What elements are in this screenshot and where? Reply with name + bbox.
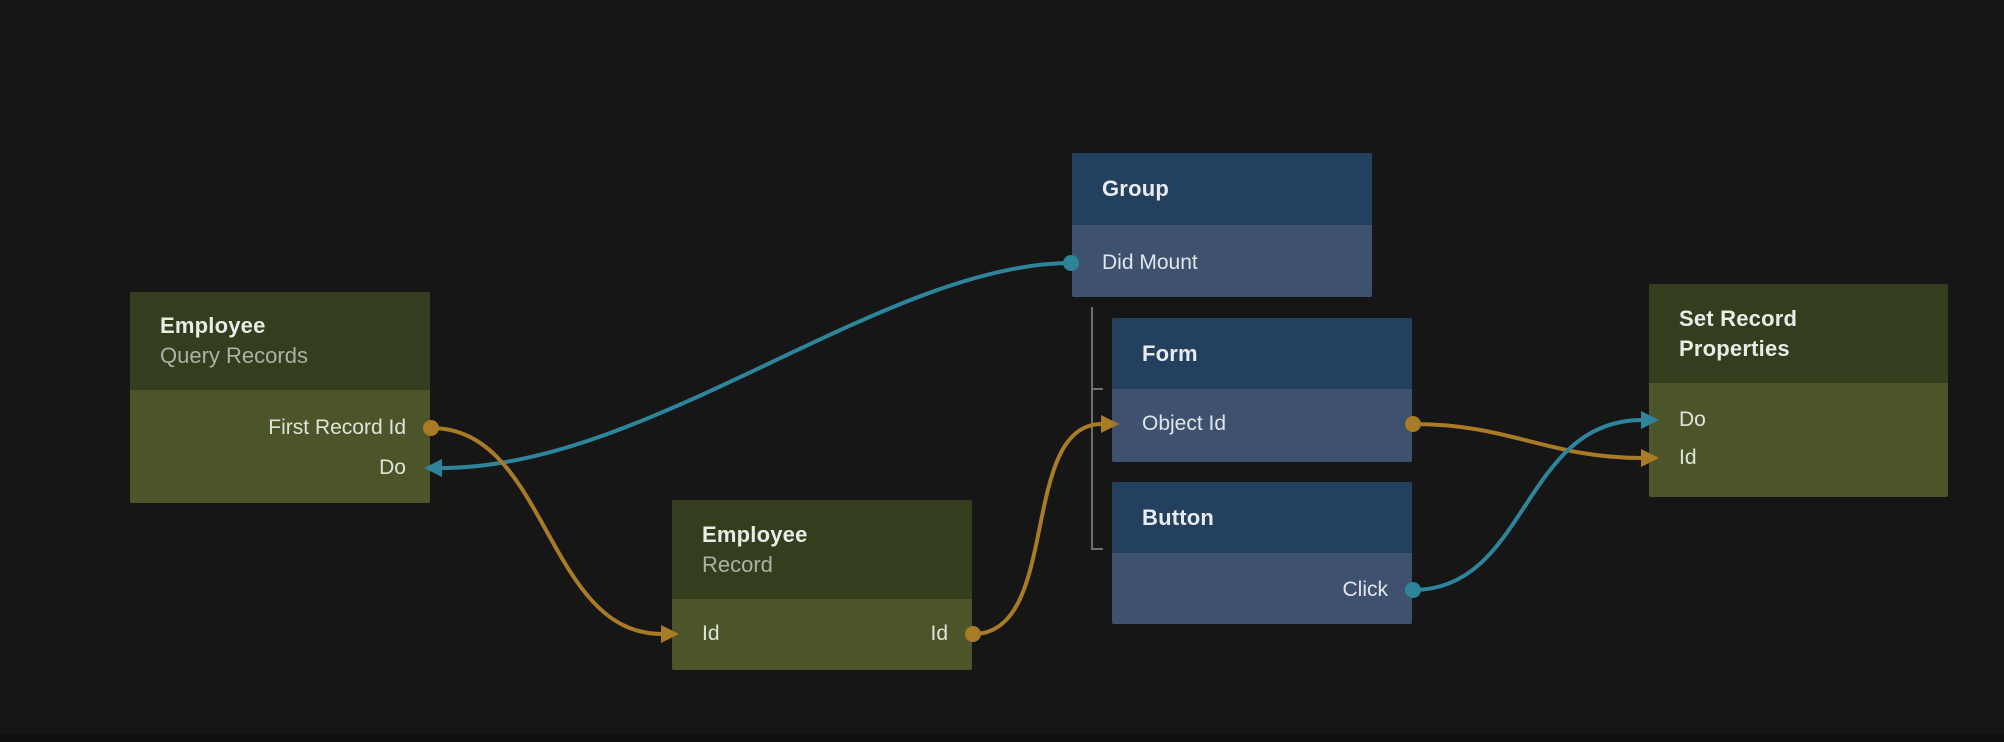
- port-click[interactable]: Click: [1342, 578, 1389, 601]
- node-header: Employee Query Records: [130, 292, 430, 390]
- node-set-record-properties[interactable]: Set Record Properties Do Id: [1649, 284, 1948, 497]
- node-subtitle: Query Records: [160, 343, 308, 368]
- wire-click-to-do[interactable]: [1412, 418, 1643, 592]
- node-header: Employee Record: [672, 500, 972, 599]
- node-header: Button: [1112, 482, 1412, 553]
- wire-didmount-to-do[interactable]: [441, 261, 1072, 470]
- port-did-mount[interactable]: Did Mount: [1102, 251, 1198, 274]
- node-title: Group: [1102, 176, 1169, 201]
- port-do[interactable]: Do: [379, 456, 406, 479]
- canvas-bottom-edge: [0, 734, 2004, 742]
- node-group[interactable]: Group Did Mount: [1072, 153, 1372, 297]
- node-title: Button: [1142, 504, 1215, 530]
- node-subtitle: Record: [702, 551, 773, 577]
- port-id[interactable]: Id: [1679, 446, 1697, 469]
- wire-objectid-to-id[interactable]: [1412, 422, 1643, 460]
- node-title: Set Record Properties: [1679, 305, 1798, 361]
- port-object-id[interactable]: Object Id: [1142, 412, 1227, 435]
- wire-id-to-objectid[interactable]: [972, 422, 1103, 636]
- port-id-output[interactable]: Id: [930, 622, 948, 645]
- node-button[interactable]: Button Click: [1112, 482, 1412, 624]
- node-header: Form: [1112, 318, 1412, 389]
- node-form[interactable]: Form Object Id: [1112, 318, 1412, 462]
- node-title: Employee: [702, 521, 808, 547]
- hierarchy-line-group-children: [1091, 307, 1103, 550]
- wire-firstrecordid-to-id[interactable]: [430, 426, 663, 636]
- port-id-input[interactable]: Id: [702, 622, 720, 645]
- node-employee-record[interactable]: Employee Record Id Id: [672, 500, 972, 670]
- node-title: Form: [1142, 340, 1198, 366]
- node-header: Set Record Properties: [1649, 284, 1948, 383]
- node-employee-query-records[interactable]: Employee Query Records First Record Id D…: [130, 292, 430, 503]
- port-first-record-id[interactable]: First Record Id: [268, 416, 406, 439]
- node-header: Group: [1072, 153, 1372, 225]
- port-do[interactable]: Do: [1679, 408, 1706, 431]
- node-title: Employee: [160, 313, 266, 338]
